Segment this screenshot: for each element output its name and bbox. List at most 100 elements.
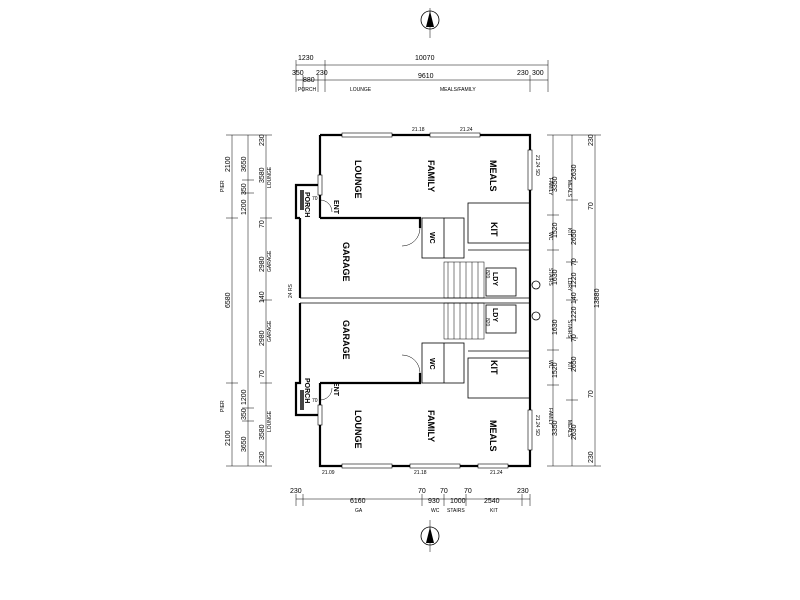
room-ent-bottom: ENT — [332, 382, 339, 397]
top-dim-230b: 230 — [517, 70, 529, 77]
room-family-bottom: FAMILY — [426, 410, 436, 442]
windows — [300, 132, 533, 469]
left-dim-2980a: 2980 — [259, 256, 266, 272]
top-dim-1230: 1230 — [298, 55, 314, 62]
right-label-wc-top: WC — [547, 232, 553, 241]
left-dim-3650b: 3650 — [241, 436, 248, 452]
bottom-dim-230b: 230 — [517, 488, 529, 495]
mark-ldy-top: 820 — [484, 270, 490, 279]
left-dim-1200b: 1200 — [241, 389, 248, 405]
left-dim-6580: 6580 — [225, 292, 232, 308]
right-dim-2650a: 2650 — [571, 229, 578, 245]
room-ldy-bottom: LDY — [491, 308, 498, 322]
right-dim-2630b: 2630 — [571, 424, 578, 440]
mark-ldy-bottom: 820 — [484, 318, 490, 327]
top-label-lounge: LOUNGE — [350, 87, 372, 93]
right-label-family-bottom: FAMILY — [547, 408, 553, 426]
room-family-top: FAMILY — [426, 160, 436, 192]
right-label-stairs-right: STAIRS — [566, 320, 572, 338]
right-label-wc-bottom: WC — [547, 360, 553, 369]
right-dim-1630a: 1630 — [552, 269, 559, 285]
left-dim-1200a: 1200 — [241, 199, 248, 215]
right-dim-1520a: 1520 — [552, 222, 559, 238]
top-dim-350: 350 — [292, 70, 304, 77]
top-label-porch: PORCH — [298, 87, 316, 93]
room-labels: LOUNGE FAMILY MEALS PORCH ENT GARAGE WC … — [303, 160, 499, 452]
left-label-lounge-bottom: LOUNGE — [267, 410, 273, 432]
bottom-dim-2540: 2540 — [484, 498, 500, 505]
mark-right-2: 21.24 SD — [534, 415, 540, 436]
north-marker-bottom — [420, 520, 440, 552]
left-label-garage-bottom: GARAGE — [267, 320, 273, 342]
right-dimensions: 13880 230 2630 70 2650 70 1220 140 1220 … — [547, 134, 601, 467]
north-label-top: A — [428, 20, 432, 26]
left-dim-2980b: 2980 — [259, 330, 266, 346]
mark-top-1: 21.18 — [412, 127, 425, 133]
left-dim-2100a: 2100 — [225, 156, 232, 172]
left-label-pier-top: PIER — [220, 180, 226, 192]
left-label-lounge-top: LOUNGE — [267, 166, 273, 188]
right-dim-3350a: 3350 — [552, 176, 559, 192]
room-wc-top: WC — [428, 232, 435, 244]
right-label-kit-top: KIT — [566, 228, 572, 236]
room-wc-bottom: WC — [428, 358, 435, 370]
right-label-stairs-top: STAIRS — [547, 268, 553, 286]
room-meals-bottom: MEALS — [488, 420, 498, 452]
bottom-label-stairs: STAIRS — [447, 508, 465, 514]
mark-right-1: 21.24 SD — [534, 155, 540, 176]
bottom-dim-70c: 70 — [464, 488, 472, 495]
bottom-dim-70a: 70 — [418, 488, 426, 495]
mark-bottom-2: 21.18 — [414, 470, 427, 476]
mark-left: 24 RS — [288, 283, 294, 298]
bottom-dimensions: 230 6160 70 930 70 1000 70 2540 230 GA W… — [290, 488, 531, 514]
right-label-ldry: LDRY — [566, 278, 572, 292]
left-dim-70b: 70 — [259, 370, 266, 378]
door-swings — [319, 199, 541, 401]
bottom-label-wc: WC — [431, 508, 440, 514]
mark-porch-bottom: 70 — [312, 398, 318, 404]
top-dim-300: 300 — [532, 70, 544, 77]
left-dim-230b: 230 — [259, 451, 266, 463]
mark-bottom-1: 21.09 — [322, 470, 335, 476]
bottom-dim-930: 930 — [428, 498, 440, 505]
room-garage-bottom: GARAGE — [341, 320, 351, 360]
right-dim-1520b: 1520 — [552, 362, 559, 378]
right-dim-70d: 70 — [588, 390, 595, 398]
north-marker-top: A — [420, 8, 440, 38]
top-label-meals-family: MEALS/FAMILY — [440, 87, 476, 93]
top-dim-230a: 230 — [316, 70, 328, 77]
left-label-pier-bottom: PIER — [220, 400, 226, 412]
bottom-label-ga: GA — [355, 508, 363, 514]
bottom-label-kit: KIT — [490, 508, 498, 514]
right-dim-13880: 13880 — [594, 288, 601, 308]
left-dimensions: 2100 6580 2100 PIER PIER 3650 350 1200 1… — [220, 134, 273, 467]
mark-bottom-3: 21.24 — [490, 470, 503, 476]
right-dim-2650b: 2650 — [571, 356, 578, 372]
room-garage-top: GARAGE — [341, 242, 351, 282]
right-dim-1220a: 1220 — [571, 272, 578, 288]
right-label-family-top: FAMILY — [547, 178, 553, 196]
left-label-garage-top: GARAGE — [267, 250, 273, 272]
left-dim-230a: 230 — [259, 134, 266, 146]
room-kit-bottom: KIT — [489, 360, 499, 375]
right-label-meals-top: MEALS — [566, 180, 572, 198]
bottom-dim-70b: 70 — [440, 488, 448, 495]
room-porch-top: PORCH — [303, 192, 310, 217]
right-dim-70a: 70 — [588, 202, 595, 210]
right-dim-2630a: 2630 — [571, 164, 578, 180]
right-dim-140: 140 — [571, 292, 578, 304]
right-label-meals-bottom: MEALS — [566, 420, 572, 438]
room-kit-top: KIT — [489, 222, 499, 237]
mark-top-2: 21.24 — [460, 127, 473, 133]
right-dim-1630b: 1630 — [552, 319, 559, 335]
right-dim-70b: 70 — [571, 258, 578, 266]
left-dim-3580b: 3580 — [259, 424, 266, 440]
room-ldy-top: LDY — [491, 272, 498, 286]
mark-porch-top: 70 — [312, 196, 318, 202]
left-dim-70a: 70 — [259, 220, 266, 228]
room-meals-top: MEALS — [488, 160, 498, 192]
window-marks: 21.18 21.24 21.09 21.18 21.24 21.24 SD 2… — [288, 127, 540, 476]
right-dim-1220b: 1220 — [571, 306, 578, 322]
right-dim-3350b: 3350 — [552, 420, 559, 436]
